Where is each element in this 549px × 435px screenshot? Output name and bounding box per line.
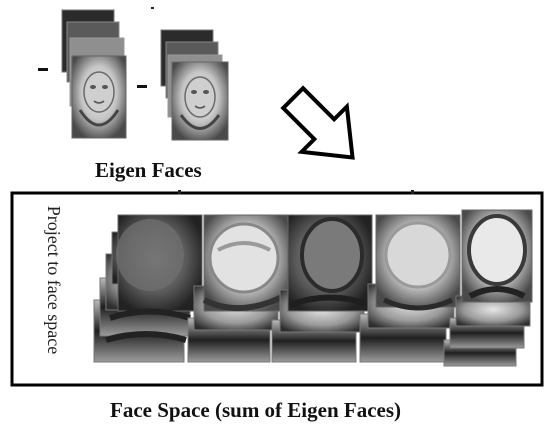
projection-arrow xyxy=(271,76,376,181)
project-to-face-space-label: Project to face space xyxy=(34,205,62,355)
frame-tick-1 xyxy=(178,190,181,194)
eigen-face-stack-2 xyxy=(161,30,228,140)
frame-tick-2 xyxy=(411,190,414,194)
minus-sign-2 xyxy=(137,85,147,88)
face-space-stack-1 xyxy=(94,215,202,362)
face-space-caption: Face Space (sum of Eigen Faces) xyxy=(110,398,401,423)
decor-dot xyxy=(151,7,154,9)
minus-sign-1 xyxy=(38,68,48,71)
eigen-face-stack-1 xyxy=(62,10,126,138)
eigen-faces-label: Eigen Faces xyxy=(95,158,202,183)
